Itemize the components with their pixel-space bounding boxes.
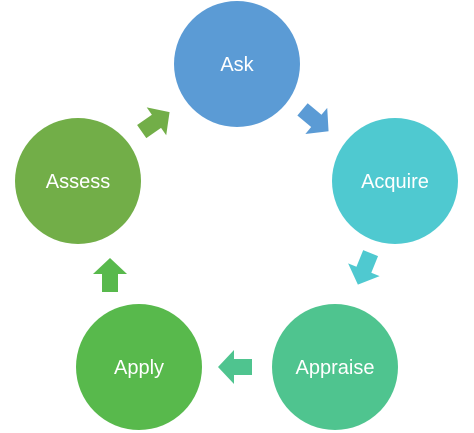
stage-ask-label: Ask (220, 54, 254, 76)
arrow-acquire-to-appraise (348, 250, 380, 285)
stage-apply-label: Apply (114, 357, 164, 379)
stage-assess-label: Assess (46, 171, 110, 193)
arrow-appraise-to-apply-shape (218, 350, 252, 384)
stage-acquire: Acquire (332, 118, 458, 244)
arrow-assess-to-ask-shape (137, 107, 170, 139)
stage-ask: Ask (174, 1, 300, 127)
arrow-apply-to-assess (93, 258, 127, 292)
stage-appraise-label: Appraise (296, 357, 375, 379)
stage-acquire-label: Acquire (361, 171, 429, 193)
arrow-acquire-to-appraise-shape (348, 250, 380, 285)
stage-assess: Assess (15, 118, 141, 244)
arrow-ask-to-acquire (297, 103, 329, 134)
stage-appraise: Appraise (272, 304, 398, 430)
stage-ask-circle (174, 1, 300, 127)
arrow-assess-to-ask (137, 107, 170, 139)
stage-apply: Apply (76, 304, 202, 430)
stage-appraise-circle (272, 304, 398, 430)
arrow-appraise-to-apply (218, 350, 252, 384)
stage-assess-circle (15, 118, 141, 244)
stage-acquire-circle (332, 118, 458, 244)
stage-apply-circle (76, 304, 202, 430)
arrow-apply-to-assess-shape (93, 258, 127, 292)
arrow-ask-to-acquire-shape (297, 103, 329, 134)
